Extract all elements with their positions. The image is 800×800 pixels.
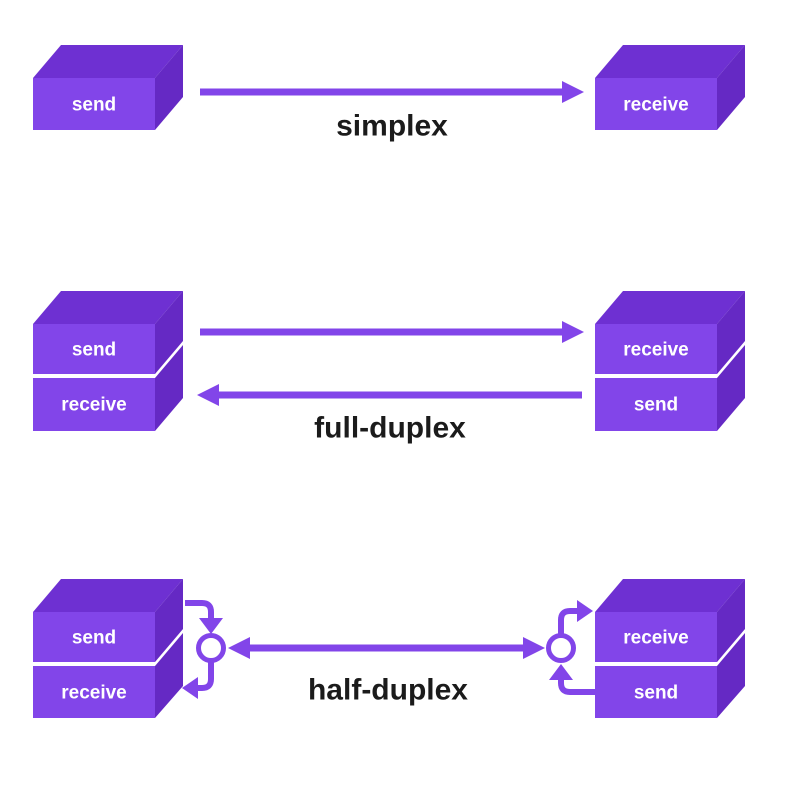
left-arrowhead-icon [197, 384, 219, 406]
box-top-face [595, 45, 745, 78]
full-duplex-right-stack: receive send [595, 291, 745, 431]
section-title: simplex [336, 110, 448, 143]
box-label: send [72, 340, 116, 361]
simplex-receiver-box: receive [595, 45, 745, 130]
channel-node [196, 633, 226, 663]
box-side-face [717, 291, 745, 374]
right-arrowhead-icon [523, 637, 545, 659]
box-label: send [72, 95, 116, 116]
box-side-face [717, 633, 745, 718]
box-label: receive [623, 340, 689, 361]
down-arrowhead-icon [199, 618, 223, 634]
box-label: receive [623, 95, 689, 116]
left-arrowhead-icon [182, 677, 198, 699]
box-top-face [33, 579, 183, 612]
half-duplex-section: send receive receive [33, 579, 745, 718]
section-title: full-duplex [314, 412, 466, 445]
box-side-face [717, 579, 745, 662]
box-label: receive [61, 395, 127, 416]
box-top-face [33, 45, 183, 78]
full-duplex-left-stack: send receive [33, 291, 183, 431]
send-to-node-path [185, 600, 214, 620]
full-duplex-section: send receive receive send full-duplex [33, 291, 745, 445]
send-to-node-path [558, 680, 596, 695]
box-side-face [155, 345, 183, 431]
section-title: half-duplex [308, 674, 468, 707]
box-front-face [595, 78, 717, 130]
box-front-face [595, 324, 717, 374]
box-top-face [595, 291, 745, 324]
left-arrowhead-icon [228, 637, 250, 659]
left-switch-connector [182, 600, 226, 699]
box-front-face [33, 378, 155, 431]
right-switch-connector [546, 600, 596, 695]
node-to-receive-path [558, 608, 577, 636]
channel-node [546, 633, 576, 663]
box-label: send [634, 683, 678, 704]
box-side-face [155, 633, 183, 718]
simplex-sender-box: send [33, 45, 183, 130]
up-arrowhead-icon [549, 664, 573, 680]
box-front-face [33, 78, 155, 130]
box-top-face [595, 579, 745, 612]
half-duplex-right-stack: receive send [595, 579, 745, 718]
box-front-face [595, 666, 717, 718]
right-arrowhead-icon [562, 81, 584, 103]
box-label: receive [623, 628, 689, 649]
half-duplex-left-stack: send receive [33, 579, 183, 718]
box-side-face [717, 345, 745, 431]
box-label: receive [61, 683, 127, 704]
box-label: send [634, 395, 678, 416]
box-side-face [155, 579, 183, 662]
box-top-face [33, 291, 183, 324]
box-front-face [595, 612, 717, 662]
simplex-section: send receive simplex [33, 45, 745, 143]
node-to-receive-path [198, 660, 214, 691]
box-side-face [155, 45, 183, 130]
right-arrowhead-icon [577, 600, 593, 622]
box-front-face [33, 666, 155, 718]
right-arrowhead-icon [562, 321, 584, 343]
box-side-face [717, 45, 745, 130]
box-front-face [595, 378, 717, 431]
box-side-face [155, 291, 183, 374]
box-label: send [72, 628, 116, 649]
box-front-face [33, 324, 155, 374]
box-front-face [33, 612, 155, 662]
